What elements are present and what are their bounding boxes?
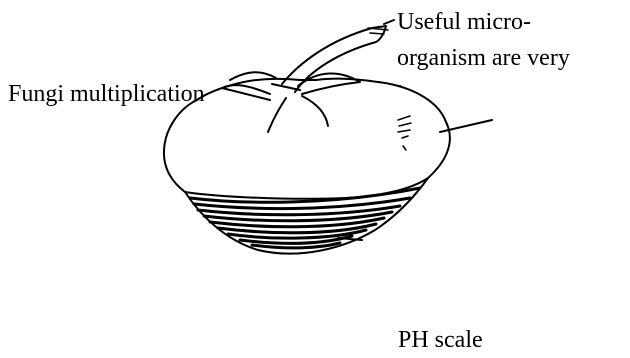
label-useful-line2: organism are very (397, 44, 570, 72)
pointer-fungi (272, 84, 300, 90)
label-fungi-multiplication: Fungi multiplication (8, 80, 205, 108)
sepal-down-2 (302, 96, 328, 126)
pointer-useful (384, 20, 394, 24)
sepal-left (222, 85, 270, 100)
hatch-right (398, 116, 411, 150)
stalk (282, 26, 386, 92)
label-useful-line1: Useful micro- (397, 8, 531, 36)
band-line (185, 178, 428, 199)
sepal-down-1 (268, 98, 286, 132)
label-ph-scale: PH scale (398, 326, 483, 354)
